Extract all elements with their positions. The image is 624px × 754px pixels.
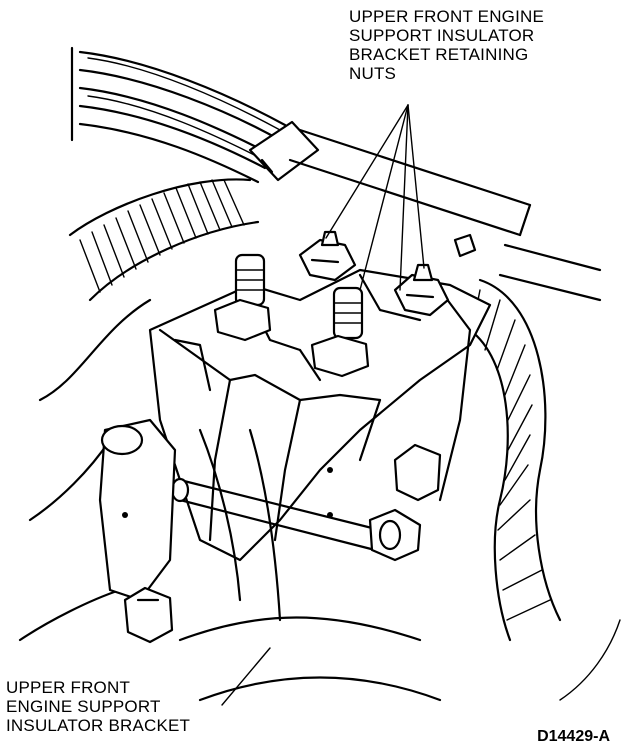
support-rail — [288, 128, 602, 302]
through-bolt — [170, 443, 442, 562]
wiring-harness — [70, 46, 287, 184]
corrugated-hose-right — [468, 278, 562, 642]
callout-line: UPPER FRONT — [6, 678, 131, 697]
figure-id: D14429-A — [537, 728, 610, 745]
retaining-nuts-callout: UPPER FRONT ENGINE SUPPORT INSULATOR BRA… — [349, 7, 544, 83]
insulator-bracket — [148, 268, 492, 622]
harness-clip — [248, 120, 320, 182]
bracket-callout: UPPER FRONT ENGINE SUPPORT INSULATOR BRA… — [6, 678, 190, 735]
callout-leader-bottom — [221, 647, 271, 706]
callout-line: ENGINE SUPPORT — [6, 697, 161, 716]
corrugated-hose — [68, 178, 260, 302]
engine-block-outline — [18, 298, 621, 702]
stud-left — [213, 253, 272, 342]
callout-line: INSULATOR BRACKET — [6, 716, 191, 735]
lower-mount — [98, 418, 177, 644]
callout-leaders-top — [325, 104, 425, 291]
callout-line: NUTS — [349, 64, 397, 83]
callout-line: SUPPORT INSULATOR — [349, 26, 535, 45]
retaining-nut-2 — [393, 263, 450, 317]
callout-line: UPPER FRONT ENGINE — [349, 7, 545, 26]
retaining-nut-1 — [298, 230, 357, 282]
callout-line: BRACKET RETAINING — [349, 45, 529, 64]
stud-center — [310, 286, 370, 378]
